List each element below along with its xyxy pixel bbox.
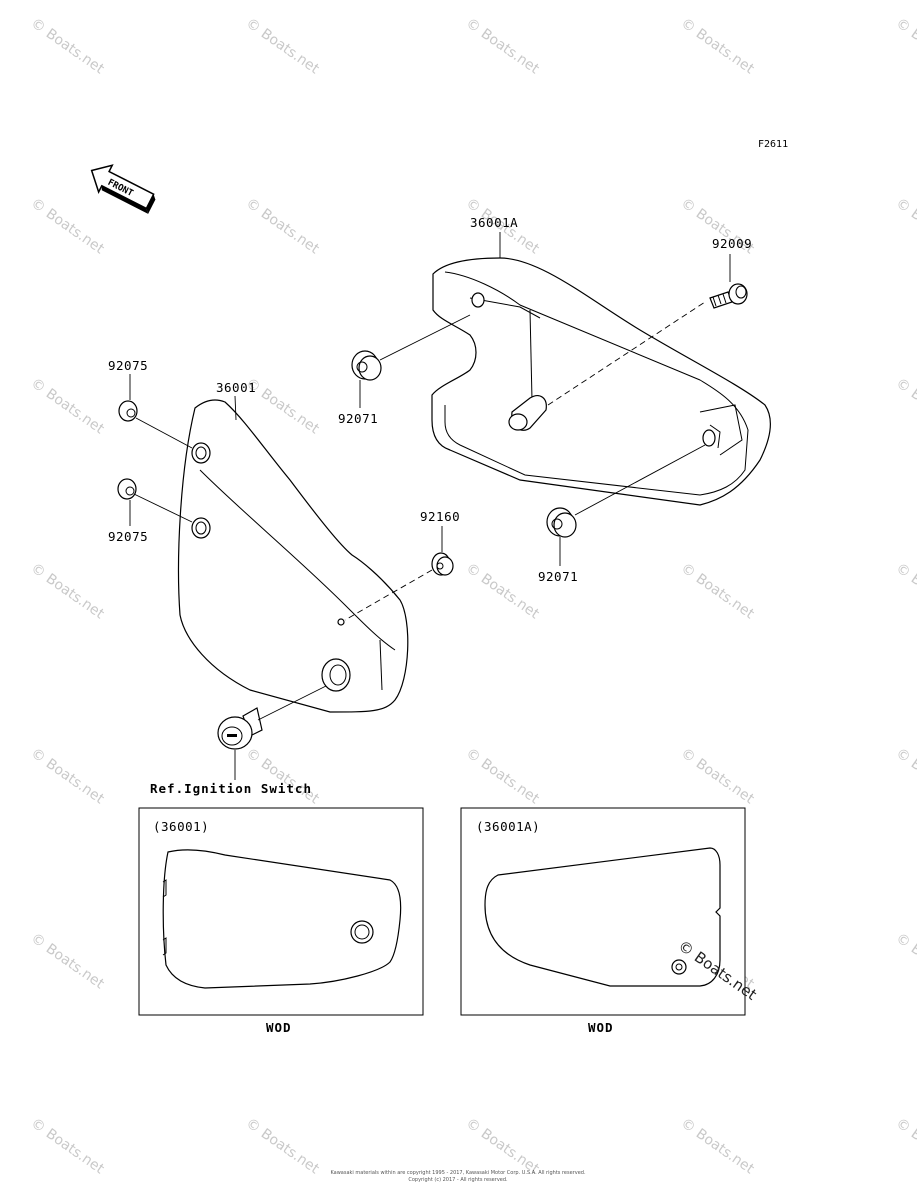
footer-rights: Copyright (c) 2017 - All rights reserved… xyxy=(408,1177,508,1183)
watermark-tile: © Boats.net xyxy=(243,195,323,257)
ignition-switch-icon xyxy=(217,707,263,750)
watermark-tile: © Boats.net xyxy=(28,1115,108,1177)
leader-lines xyxy=(129,232,731,780)
watermark-tile: © Boats.net xyxy=(463,1115,543,1177)
part-label-92075-top: 92075 xyxy=(108,358,148,373)
watermark-tile: © Boats.net xyxy=(243,1115,323,1177)
watermark-tile: © Boats.net xyxy=(893,930,917,992)
watermark-tile: © Boats.net xyxy=(243,745,323,807)
inset-box-36001: (36001) WOD xyxy=(138,807,424,1035)
damper-icon xyxy=(117,478,137,500)
watermark-tile: © Boats.net xyxy=(893,375,917,437)
watermark-tile: © Boats.net xyxy=(243,15,323,77)
watermark-tile: © Boats.net xyxy=(463,560,543,622)
figure-code: F2611 xyxy=(758,139,788,150)
bolt-icon xyxy=(709,283,748,309)
watermark-tile: © Boats.net xyxy=(893,560,917,622)
watermark-tile: © Boats.net xyxy=(678,15,758,77)
part-label-92075-bottom: 92075 xyxy=(108,529,148,544)
part-label-92071-upper: 92071 xyxy=(338,411,378,426)
part-label-92160: 92160 xyxy=(420,509,460,524)
watermark-tile: © Boats.net xyxy=(463,745,543,807)
grommet-icon xyxy=(546,507,577,538)
part-label-92071-lower: 92071 xyxy=(538,569,578,584)
watermark-tile: © Boats.net xyxy=(28,195,108,257)
watermark-tile: © Boats.net xyxy=(893,195,917,257)
grommet-icon xyxy=(431,552,454,576)
watermark-tile: © Boats.net xyxy=(893,15,917,77)
front-arrow-icon: FRONT xyxy=(90,164,156,214)
damper-icon xyxy=(118,400,138,422)
footer-copyright: Kawasaki materials within are copyright … xyxy=(330,1170,586,1176)
part-label-92009: 92009 xyxy=(712,236,752,251)
watermark-tile: © Boats.net xyxy=(28,930,108,992)
watermark-tile: © Boats.net xyxy=(893,745,917,807)
watermark-tile: © Boats.net xyxy=(28,15,108,77)
reference-label: Ref.Ignition Switch xyxy=(150,781,312,796)
side-cover-right xyxy=(431,257,772,506)
inset-caption-36001a: WOD xyxy=(588,1020,614,1035)
watermark-tile: © Boats.net xyxy=(463,15,543,77)
side-cover-left xyxy=(177,399,409,713)
watermark-tile: © Boats.net xyxy=(678,1115,758,1177)
grommet-icon xyxy=(351,350,382,381)
watermark-tile: © Boats.net xyxy=(678,745,758,807)
watermark-tile: © Boats.net xyxy=(28,560,108,622)
inset-caption-36001: WOD xyxy=(266,1020,292,1035)
inset-box-36001a: (36001A) WOD xyxy=(460,807,746,1035)
watermark-tile: © Boats.net xyxy=(893,1115,917,1177)
part-label-36001a: 36001A xyxy=(470,215,518,230)
watermark-tile: © Boats.net xyxy=(28,745,108,807)
inset-title-36001a: (36001A) xyxy=(476,819,540,834)
watermark-tile: © Boats.net xyxy=(678,560,758,622)
part-label-36001: 36001 xyxy=(216,380,256,395)
inset-title-36001: (36001) xyxy=(153,819,209,834)
watermark-tile: © Boats.net xyxy=(28,375,108,437)
